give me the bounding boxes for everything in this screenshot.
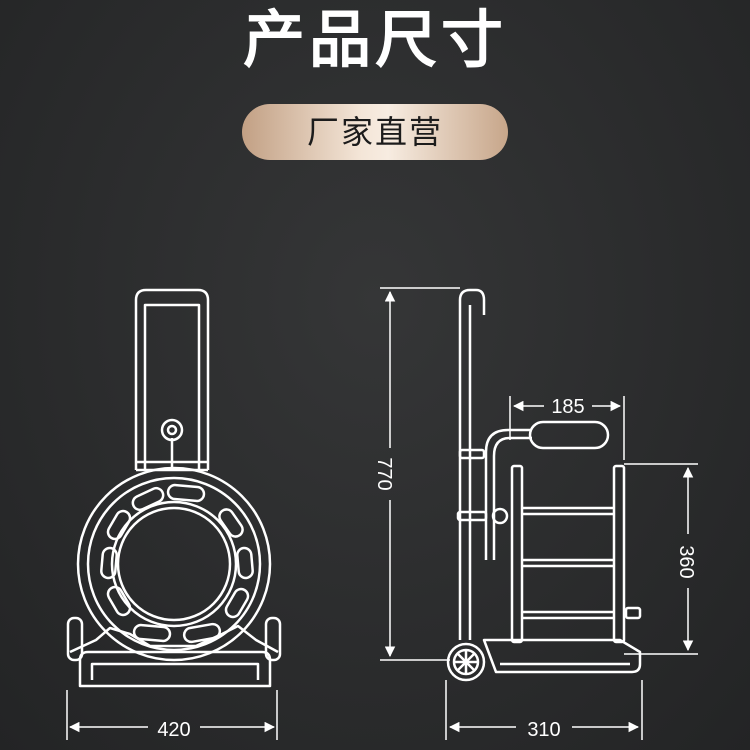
side-depth-dimension <box>445 680 643 740</box>
side-height-dimension <box>380 287 460 661</box>
front-view-drawing <box>66 288 282 688</box>
side-height-label: 770 <box>373 457 395 490</box>
side-view-drawing <box>446 288 642 682</box>
reel-height-label: 360 <box>675 545 697 578</box>
page-title: 产品尺寸 <box>242 3 507 76</box>
side-depth-label: 310 <box>527 719 560 741</box>
reel-height-dimension <box>624 463 698 655</box>
front-width-dimension <box>66 690 278 740</box>
handle-width-label: 185 <box>551 396 584 418</box>
factory-direct-badge: 厂家直营 <box>242 104 508 160</box>
handle-width-dimension <box>509 396 625 460</box>
front-width-label: 420 <box>157 719 190 741</box>
